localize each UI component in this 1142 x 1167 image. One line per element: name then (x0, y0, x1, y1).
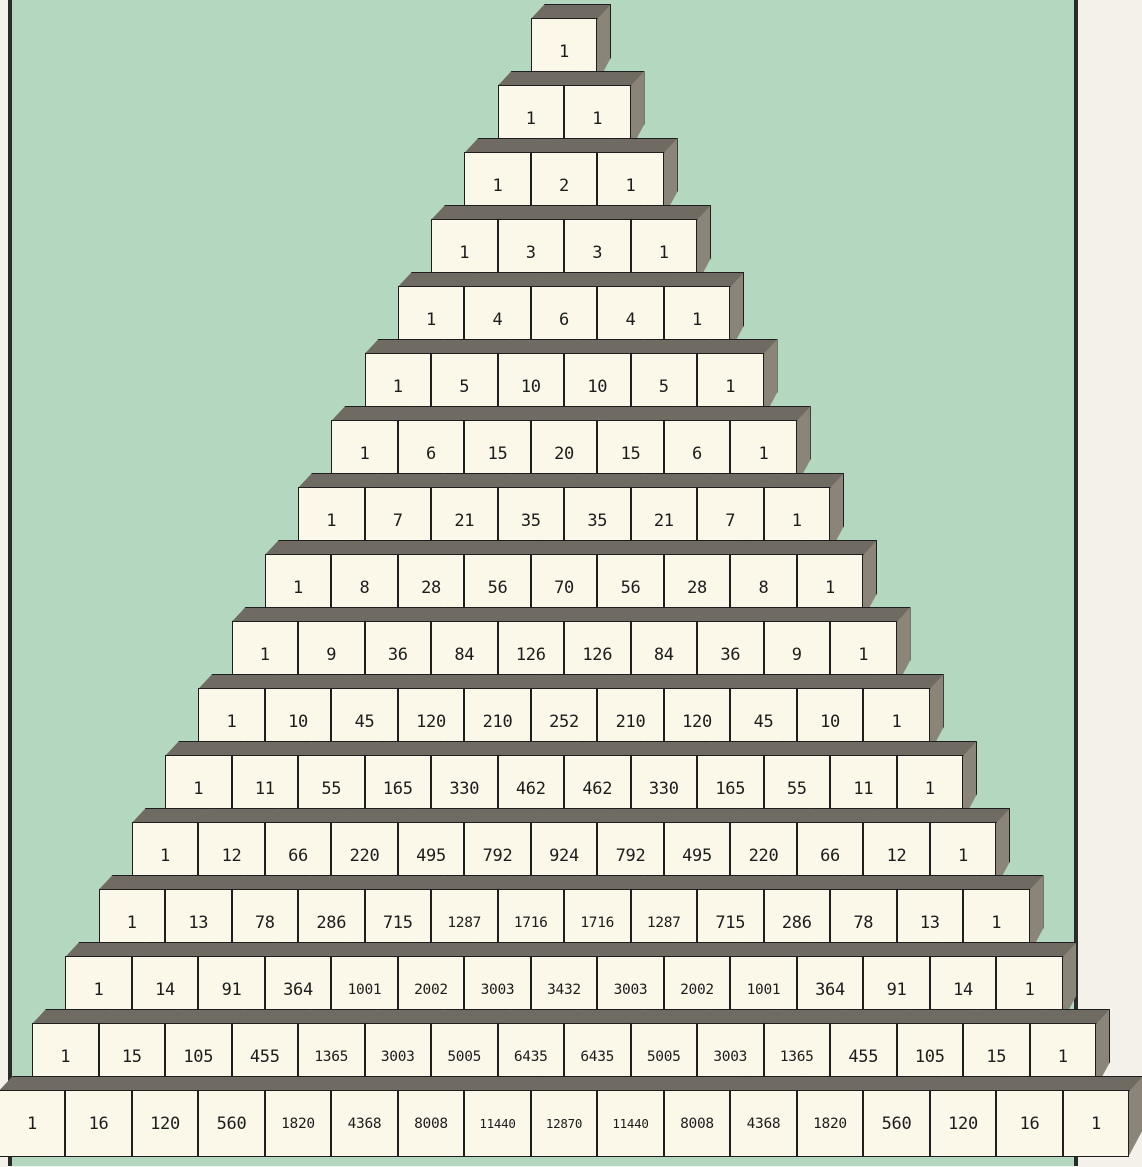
cube-top-shade (996, 942, 1077, 957)
cube-top-shade (564, 71, 645, 86)
cube-top-shade (764, 473, 845, 488)
cube-number: 120 (930, 1090, 997, 1157)
cube-number: 16 (996, 1090, 1063, 1157)
cube-number: 11440 (597, 1090, 664, 1157)
cube-number: 4368 (331, 1090, 398, 1157)
cube-top-shade (631, 205, 712, 220)
cube-number: 1 (0, 1090, 65, 1157)
cube-top-shade (531, 4, 612, 19)
cube-top-shade (1030, 1009, 1111, 1024)
cube-top-shade (897, 741, 978, 756)
cube-number: 1 (1063, 1090, 1130, 1157)
cube-top-shade (730, 406, 811, 421)
cube-top-shade (664, 272, 745, 287)
cube-top-shade (597, 138, 678, 153)
cube-number: 12870 (531, 1090, 598, 1157)
cube-number: 560 (198, 1090, 265, 1157)
cube-top-shade (697, 339, 778, 354)
cube-number: 4368 (730, 1090, 797, 1157)
cube-number: 560 (863, 1090, 930, 1157)
cube-number: 16 (65, 1090, 132, 1157)
cube-top-shade (963, 875, 1044, 890)
cube-number: 8008 (398, 1090, 465, 1157)
cube-number: 11440 (464, 1090, 531, 1157)
cube-number: 1820 (797, 1090, 864, 1157)
number-cube: 1 (1063, 1076, 1142, 1157)
cube-top-shade (930, 808, 1011, 823)
cube-number: 120 (132, 1090, 199, 1157)
cube-top-shade (863, 674, 944, 689)
cube-top-shade (1063, 1076, 1142, 1091)
cube-top-shade (797, 540, 878, 555)
cube-number: 8008 (664, 1090, 731, 1157)
cube-number: 1820 (265, 1090, 332, 1157)
cube-top-shade (830, 607, 911, 622)
